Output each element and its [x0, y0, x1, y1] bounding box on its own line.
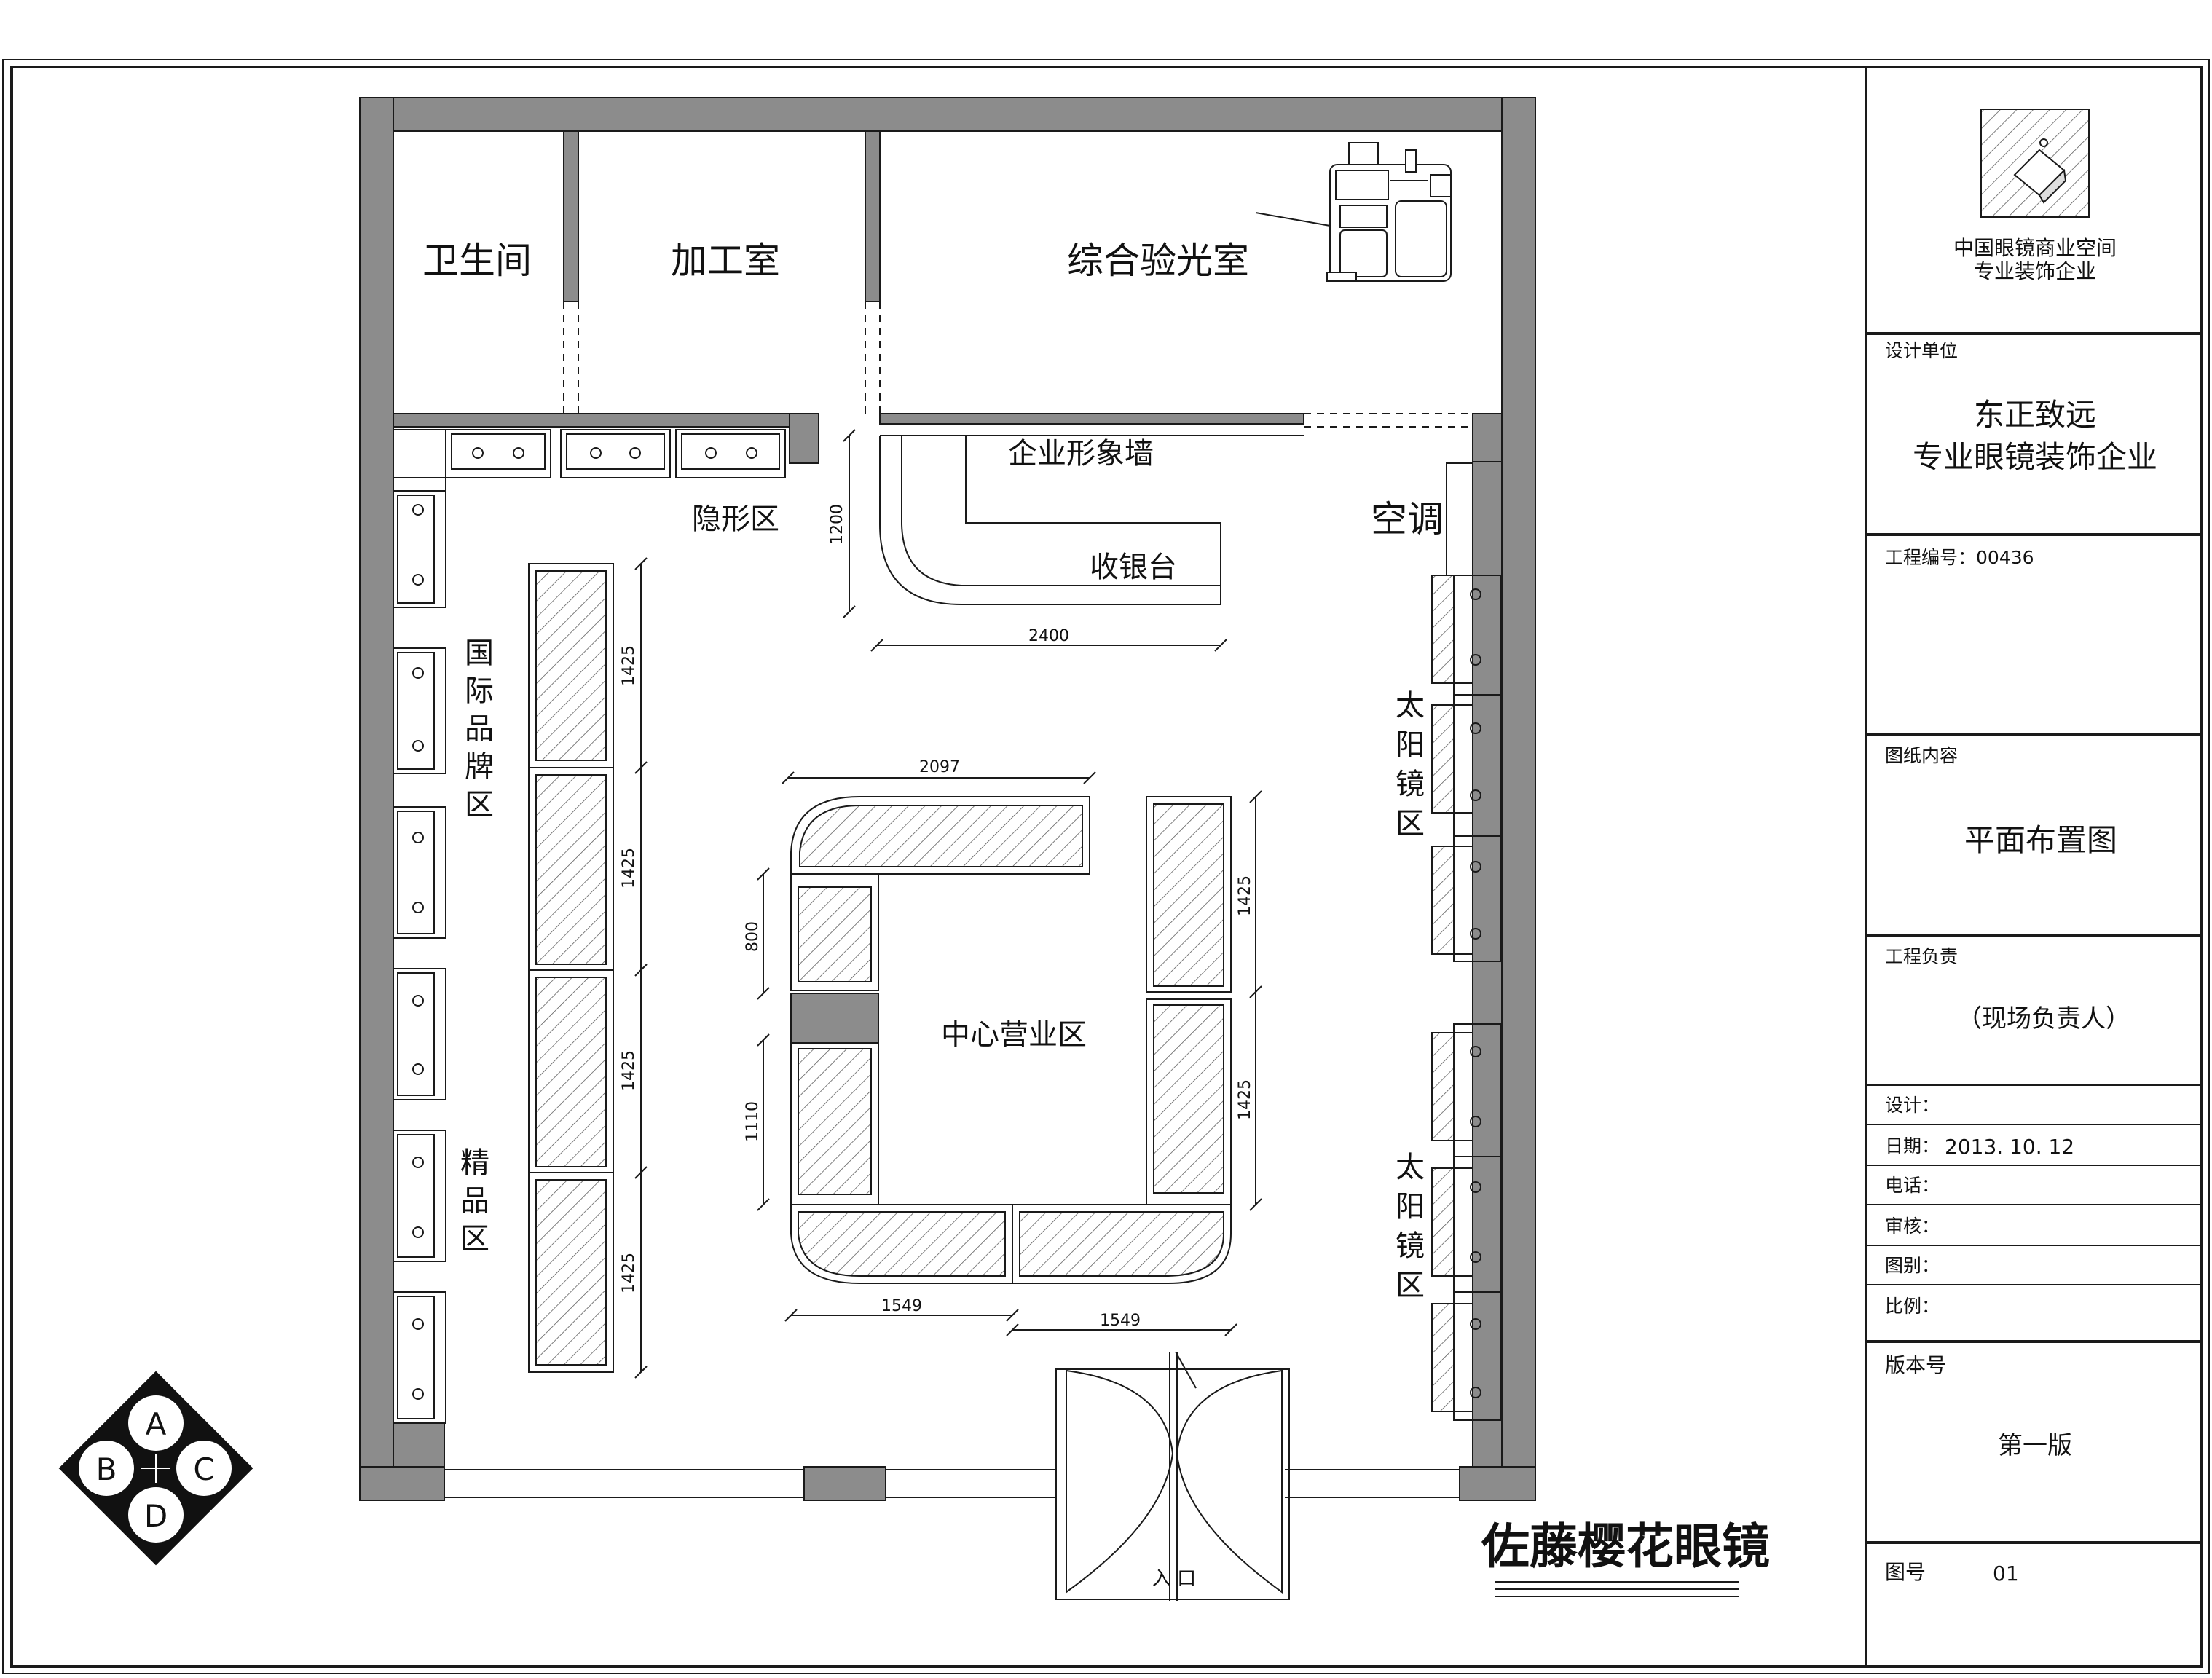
compass-b: B	[96, 1451, 117, 1487]
drawing-number-label: 图号	[1885, 1560, 1926, 1584]
company-logo-icon	[1980, 109, 2090, 218]
outer-wall-bottom-left	[359, 1466, 445, 1501]
svg-text:镜: 镜	[1396, 768, 1425, 801]
partition-wall-stub	[789, 413, 819, 464]
review-label: 审核：	[1885, 1216, 1940, 1237]
dimension-right-2: 1425	[1236, 1079, 1254, 1120]
outer-wall-bottom-right	[1459, 1466, 1536, 1501]
zone-label-hidden-area: 隐形区	[692, 503, 779, 536]
svg-text:牌: 牌	[465, 750, 494, 784]
dimension-right-1: 1425	[1236, 875, 1254, 916]
drawing-outer-frame	[2, 59, 2210, 1674]
partition-wall-1	[563, 130, 579, 302]
design-label: 设计：	[1885, 1095, 1940, 1116]
outer-wall-bottom-pillar	[803, 1466, 886, 1501]
drawing-number-value: 01	[1993, 1561, 2019, 1586]
svg-text:际: 际	[465, 674, 494, 708]
room-label-toilet: 卫生间	[422, 240, 532, 282]
sunglasses-cabinets	[1431, 575, 1502, 1421]
svg-text:品: 品	[460, 1184, 489, 1218]
dimension-left-1: 1425	[620, 645, 638, 686]
zone-label-sunglasses-top: 太 阳 镜 区	[1396, 689, 1425, 840]
right-wall-upper	[1472, 413, 1503, 462]
dimension-1200: 1200	[828, 504, 846, 545]
partition-wall-horizontal	[393, 413, 795, 428]
zone-label-ac: 空调	[1371, 498, 1444, 540]
svg-text:区: 区	[1396, 807, 1425, 840]
dimension-left-2: 1425	[620, 848, 638, 889]
drawing-inner-frame	[10, 66, 2203, 1668]
floor-plan: 卫生间 加工室 综合验光室	[359, 97, 1770, 1601]
svg-text:阳: 阳	[1396, 728, 1425, 762]
outer-wall-right	[1501, 97, 1536, 1501]
project-lead: （现场负责人）	[1957, 1004, 2130, 1033]
shop-name: 佐藤樱花眼镜	[1481, 1519, 1770, 1575]
category-label: 图别：	[1885, 1255, 1940, 1276]
version-value: 第一版	[1998, 1431, 2072, 1460]
compass-c: C	[193, 1451, 214, 1487]
version-label: 版本号	[1885, 1353, 1946, 1377]
left-wall-cabinets	[393, 477, 446, 1424]
svg-text:国: 国	[465, 637, 494, 670]
drawing-content: 平面布置图	[1964, 822, 2117, 858]
project-lead-label: 工程负责	[1885, 946, 1958, 967]
entrance-doors	[1055, 1351, 1290, 1601]
svg-text:太: 太	[1396, 689, 1425, 722]
dimension-1549-b: 1549	[1100, 1312, 1141, 1330]
zone-label-boutique: 精 品 区	[460, 1146, 489, 1256]
svg-text:区: 区	[1396, 1269, 1425, 1302]
cashier-counter-inner	[901, 436, 1221, 586]
scale-label: 比例：	[1885, 1296, 1940, 1317]
room-label-optometry: 综合验光室	[1067, 240, 1249, 282]
svg-text:品: 品	[465, 712, 494, 746]
dimension-left-4: 1425	[620, 1253, 638, 1293]
optometry-equipment-icon	[1255, 142, 1452, 282]
outer-wall-top	[359, 97, 1536, 132]
svg-text:太: 太	[1396, 1151, 1425, 1184]
room-label-workshop: 加工室	[671, 240, 780, 282]
dimension-800: 800	[744, 921, 762, 952]
ac-unit	[1446, 462, 1473, 576]
phone-label: 电话：	[1885, 1175, 1940, 1196]
dimension-1110: 1110	[744, 1101, 762, 1142]
zone-label-image-wall: 企业形象墙	[1008, 437, 1154, 470]
center-island-pillar	[790, 993, 879, 1044]
outer-wall-left	[359, 97, 394, 1501]
entrance-label: 入 口	[1152, 1568, 1196, 1590]
date-label: 日期：	[1885, 1135, 1940, 1157]
compass-d: D	[144, 1498, 168, 1534]
outer-wall-right-inner	[1472, 414, 1503, 1501]
zone-label-sunglasses-bottom: 太 阳 镜 区	[1396, 1151, 1425, 1302]
svg-text:阳: 阳	[1396, 1190, 1425, 1224]
left-showcase-column	[528, 563, 614, 1373]
design-unit-line-2: 专业眼镜装饰企业	[1913, 439, 2157, 475]
center-island	[790, 796, 1232, 1284]
project-number: 工程编号：00436	[1885, 547, 2034, 568]
zone-label-cashier: 收银台	[1090, 551, 1177, 584]
design-unit-label: 设计单位	[1885, 340, 1958, 361]
dimension-2400: 2400	[1028, 627, 1069, 645]
svg-text:精: 精	[460, 1146, 489, 1180]
drawing-content-label: 图纸内容	[1885, 745, 1958, 766]
zone-label-intl-brand: 国 际 品 牌 区	[465, 637, 494, 822]
dimension-1549-a: 1549	[881, 1297, 922, 1315]
partition-wall-2	[865, 130, 881, 302]
logo-line-2: 专业装饰企业	[1974, 259, 2096, 283]
cashier-counter	[879, 436, 1221, 605]
svg-text:区: 区	[465, 788, 494, 822]
contact-lens-cabinets	[393, 429, 786, 478]
date-value: 2013. 10. 12	[1945, 1135, 2074, 1159]
logo-line-1: 中国眼镜商业空间	[1953, 236, 2117, 260]
dimension-2097: 2097	[919, 758, 960, 776]
svg-text:区: 区	[460, 1222, 489, 1256]
partition-wall-horizontal-right	[879, 413, 1304, 425]
svg-text:镜: 镜	[1396, 1229, 1425, 1263]
compass-rose-icon: A B C D	[58, 1371, 253, 1566]
design-unit-line-1: 东正致远	[1974, 397, 2096, 433]
dimension-left-3: 1425	[620, 1050, 638, 1091]
compass-a: A	[146, 1406, 167, 1442]
title-block: 中国眼镜商业空间 专业装饰企业 设计单位 东正致远 专业眼镜装饰企业 工程编号：…	[1866, 109, 2202, 1586]
zone-label-center: 中心营业区	[941, 1018, 1087, 1052]
